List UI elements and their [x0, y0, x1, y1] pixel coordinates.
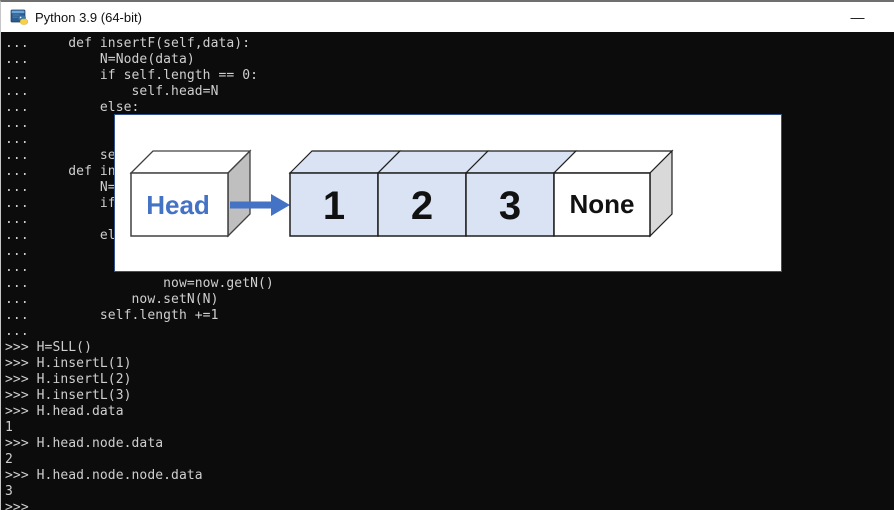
- node-value: 2: [411, 184, 433, 228]
- console-line: ... if: [5, 196, 116, 211]
- console-line: >>> H.insertL(3): [5, 388, 132, 403]
- console-line: >>>: [5, 500, 29, 510]
- console-line: ...: [5, 132, 29, 147]
- python-logo-icon: [10, 9, 28, 25]
- none-label: None: [570, 189, 635, 219]
- head-box-front: [130, 172, 229, 237]
- console-output[interactable]: ... def insertF(self,data):... N=Node(da…: [1, 32, 894, 510]
- console-line: ... N=: [5, 180, 116, 195]
- console-line: ...: [5, 260, 29, 275]
- console-line: ... self.head=N: [5, 84, 219, 99]
- head-pointer-arrow: [230, 194, 290, 216]
- console-line: ... if self.length == 0:: [5, 68, 259, 83]
- console-line: ... self.length +=1: [5, 308, 219, 323]
- console-line: >>> H.head.node.node.data: [5, 468, 203, 483]
- console-line: 3: [5, 484, 13, 499]
- console-line: ... now=now.getN(): [5, 276, 274, 291]
- console-line: ... se: [5, 148, 116, 163]
- console-line: ...: [5, 116, 29, 131]
- console-line: ... def in: [5, 164, 116, 179]
- console-line: 2: [5, 452, 13, 467]
- none-box-front: [553, 172, 651, 237]
- console-line: >>> H.head.data: [5, 404, 124, 419]
- console-line: >>> H=SLL(): [5, 340, 92, 355]
- head-box: Head: [129, 149, 252, 238]
- console-line: >>> H.head.node.data: [5, 436, 164, 451]
- console-line: ... el: [5, 228, 116, 243]
- node-value: 1: [323, 184, 345, 228]
- console-line: >>> H.insertL(1): [5, 356, 132, 371]
- console-line: ... now.setN(N): [5, 292, 219, 307]
- console-line: >>> H.insertL(2): [5, 372, 132, 387]
- linked-list-diagram: Head 1: [129, 149, 674, 238]
- node-box-front: [465, 172, 555, 237]
- titlebar: Python 3.9 (64-bit) —: [1, 2, 894, 32]
- console-line: ...: [5, 324, 29, 339]
- console-lines: ... def insertF(self,data):... N=Node(da…: [1, 32, 894, 510]
- console-line: ... else:: [5, 100, 140, 115]
- window-title: Python 3.9 (64-bit): [35, 9, 142, 25]
- console-line: ... N=Node(data): [5, 52, 195, 67]
- console-line: ...: [5, 212, 29, 227]
- linked-list-diagram-panel: Head 1: [114, 114, 782, 272]
- node-value: 3: [499, 184, 521, 228]
- console-line: ...: [5, 244, 29, 259]
- head-label: Head: [146, 190, 210, 220]
- console-line: ... def insertF(self,data):: [5, 36, 251, 51]
- minimize-button[interactable]: —: [850, 9, 865, 25]
- console-line: 1: [5, 420, 13, 435]
